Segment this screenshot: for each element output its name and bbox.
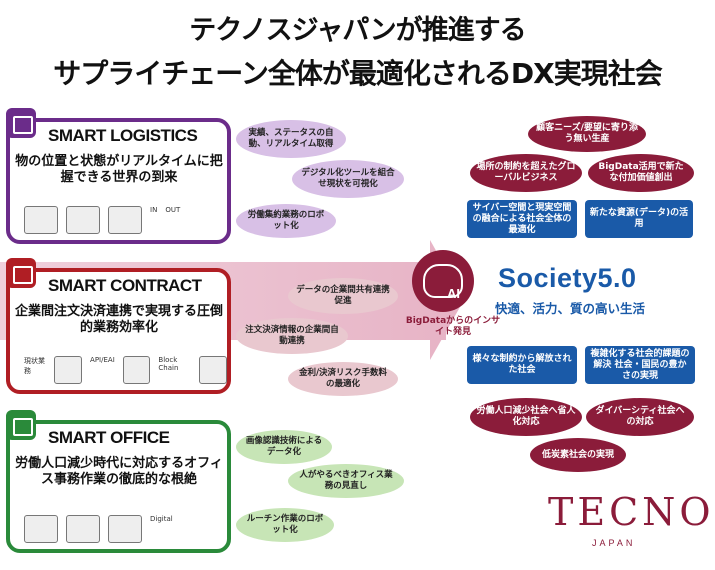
society-feature-4: 複雑化する社会的課題の解決 社会・国民の豊かさの実現	[585, 346, 695, 384]
office-icon	[6, 410, 36, 440]
smart-contract-panel: SMART CONTRACT 企業間注文決済連携で実現する圧倒的業務効率化 現状…	[6, 258, 231, 394]
office-bubble-2: 人がやるべきオフィス業務の見直し	[288, 464, 404, 498]
panel-heading: SMART LOGISTICS	[48, 126, 198, 145]
panel-subtitle: 企業間注文決済連携で実現する圧倒的業務効率化	[14, 304, 223, 335]
contract-icon	[6, 258, 36, 288]
society-goal-5: ダイバーシティ社会への対応	[586, 398, 694, 436]
document-grid-icon	[54, 356, 83, 384]
tecnos-logo: TECNOS	[548, 490, 715, 534]
society-goal-3: BigData活用で新たな付加価値創出	[588, 154, 694, 192]
package-icon	[108, 206, 142, 234]
panel-subtitle: 労働人口減少時代に対応するオフィス事務作業の徹底的な根絶	[15, 456, 223, 487]
robot-arm-icon	[24, 206, 58, 234]
society-goal-4: 労働人口減少社会へ省人化対応	[470, 398, 582, 436]
society-goal-1: 顧客ニーズ/要望に寄り添う無い生産	[528, 116, 646, 152]
insight-caption: BigDataからのインサイト発見	[405, 316, 501, 337]
in-label: IN	[150, 206, 158, 214]
blockchain-label: Block Chain	[158, 356, 179, 372]
panel-illustrations: IN OUT	[24, 206, 180, 234]
logistics-bubble-3: 労働集約業務のロボット化	[236, 204, 336, 238]
society-feature-2: 新たな資源(データ)の活用	[585, 200, 693, 238]
panel-subtitle: 物の位置と状態がリアルタイムに把握できる世界の到来	[15, 154, 223, 185]
contract-bubble-3: 金利/決済リスク手数料の最適化	[288, 362, 398, 396]
camera-icon	[66, 206, 100, 234]
title-line-2: サプライチェーン全体が最適化されるDX実現社会	[53, 57, 662, 90]
society-feature-1: サイバー空間と現実空間の融合による社会全体の最適化	[467, 200, 577, 238]
document-grid-icon	[122, 356, 151, 384]
smart-office-panel: SMART OFFICE 労働人口減少時代に対応するオフィス事務作業の徹底的な根…	[6, 410, 231, 553]
logistics-bubble-1: 実績、ステータスの自動、リアルタイム取得	[236, 120, 346, 158]
title-line-1: テクノスジャパンが推進する	[189, 15, 526, 46]
network-icon	[199, 356, 227, 384]
panel-heading: SMART OFFICE	[48, 428, 170, 447]
warehouse-icon	[6, 108, 36, 138]
worker-icon	[24, 515, 58, 543]
office-bubble-3: ルーチン作業のロボット化	[236, 508, 334, 542]
panel-illustrations: Digital	[24, 515, 173, 543]
panel-heading: SMART CONTRACT	[48, 276, 202, 295]
api-label: API/EAI	[90, 356, 115, 364]
contract-bubble-2: 注文決済情報の企業間自動連携	[236, 318, 348, 354]
society-goal-6: 低炭素社会の実現	[530, 438, 626, 472]
current-label: 現状業務	[24, 357, 45, 375]
office-bubble-1: 画像認識技術によるデータ化	[236, 430, 332, 464]
society-feature-3: 様々な制約から解放された社会	[467, 346, 577, 384]
out-label: OUT	[165, 206, 181, 214]
ai-label: AI	[447, 286, 460, 301]
document-icon	[108, 515, 142, 543]
society-title: Society5.0	[498, 263, 637, 293]
tecnos-logo-sub: JAPAN	[592, 538, 636, 548]
society-tagline: 快適、活力、質の高い生活	[495, 301, 646, 316]
panel-illustrations: 現状業務 API/EAI Block Chain	[24, 356, 227, 384]
smart-logistics-panel: SMART LOGISTICS 物の位置と状態がリアルタイムに把握できる世界の到…	[6, 108, 231, 244]
laptop-robot-icon	[66, 515, 100, 543]
digital-label: Digital	[150, 515, 173, 523]
logistics-bubble-2: デジタル化ツールを組合せ現状を可視化	[292, 160, 404, 198]
ai-brain-icon	[412, 250, 474, 312]
contract-bubble-1: データの企業間共有連携促進	[288, 278, 398, 314]
society-goal-2: 場所の制約を超えたグローバルビジネス	[470, 154, 582, 192]
